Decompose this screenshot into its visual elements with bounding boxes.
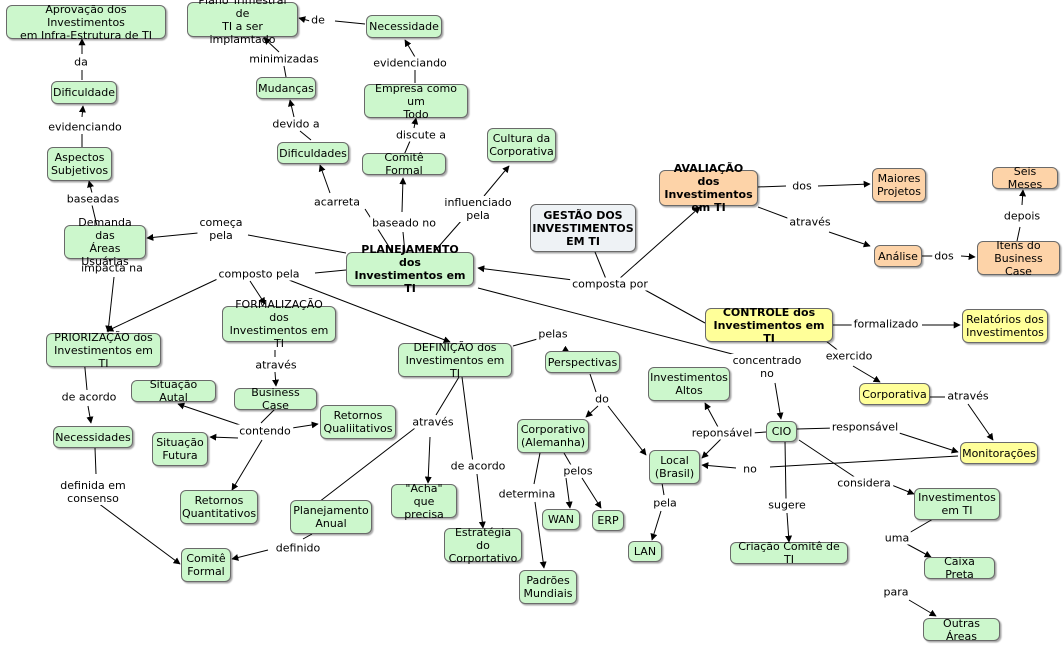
link-label: através [945, 389, 991, 403]
concept-investimentos-em-ti[interactable]: Investimentos em TI [914, 488, 1000, 520]
concept-acha-que-precisa[interactable]: "Acha" que precisa [391, 482, 457, 521]
link-label: através [787, 215, 833, 229]
link-label: concentrado no [730, 354, 804, 380]
concept-corporativa[interactable]: Corporativa [859, 383, 930, 405]
link-label: do [593, 392, 611, 406]
link-label: minimizadas [247, 52, 321, 66]
link-label: determina [496, 487, 558, 501]
concept-situacao-atual[interactable]: Situação Autal [131, 378, 216, 404]
link-label: definida em consenso [58, 479, 128, 505]
link-label: pelos [561, 464, 595, 478]
concept-situacao-futura[interactable]: Situação Futura [152, 432, 208, 466]
link-label: definido [273, 541, 323, 555]
concept-lan[interactable]: LAN [628, 541, 662, 562]
concept-seis-meses[interactable]: Seis Meses [992, 165, 1058, 191]
link-label: sugere [766, 498, 808, 512]
concept-comite-formal-consenso[interactable]: Comitê Formal [181, 548, 231, 582]
link-label: discute a [393, 128, 449, 142]
link-label: começa pela [197, 216, 245, 242]
link-label: influenciado pela [442, 196, 514, 222]
concept-criacao-comite-ti[interactable]: Criação Comitê de TI [730, 540, 848, 566]
link-label: acarreta [312, 195, 362, 209]
concept-dificuldades[interactable]: Dificuldades [277, 142, 349, 164]
concept-cultura-corporativa[interactable]: Cultura da Corporativa [487, 128, 556, 162]
concept-planejamento-investimentos[interactable]: PLANEJAMENTO dos Investimentos em TI [346, 243, 474, 295]
concept-planejamento-anual[interactable]: Planejamento Anual [290, 500, 372, 534]
concept-demanda-areas-usuarias[interactable]: Demanda das Áreas Usuárias [64, 216, 146, 268]
concept-plano-trimestral[interactable]: Plano Trimestral de TI a ser implamtado [187, 0, 298, 46]
concept-aprovacao-investimentos[interactable]: Aprovação dos Investimentos em Infra-Est… [6, 3, 166, 42]
concept-dificuldade[interactable]: Dificuldade [51, 81, 117, 104]
concept-retornos-qualitativos[interactable]: Retornos Qualiitativos [320, 405, 396, 439]
concept-padroes-mundiais[interactable]: Padrões Mundiais [519, 570, 577, 604]
concept-retornos-quantitativos[interactable]: Retornos Quantitativos [180, 490, 258, 524]
concept-estrategia-corporativo[interactable]: Estratégia do Corportativo [444, 526, 522, 565]
concept-comite-formal[interactable]: Comitê Formal [362, 151, 446, 177]
link-label: impacta na [79, 261, 145, 275]
link-label: evidenciando [46, 120, 124, 134]
link-label: dos [790, 179, 814, 193]
link-label: pela [651, 496, 679, 510]
concept-monitoracoes[interactable]: Monitorações [960, 442, 1038, 464]
concept-corporativo-alemanha[interactable]: Corporativo (Alemanha) [517, 419, 589, 453]
concept-investimentos-altos[interactable]: Investimentos Altos [648, 367, 730, 401]
concept-relatorios-investimentos[interactable]: Relatórios dos Investimentos [962, 309, 1048, 343]
concept-itens-business-case[interactable]: Itens do Business Case [977, 239, 1060, 278]
concept-perspectivas[interactable]: Perspectivas [545, 351, 620, 373]
concept-mudancas[interactable]: Mudanças [256, 77, 316, 99]
link-label: de acordo [448, 459, 508, 473]
link-label: da [72, 55, 90, 69]
link-label: composto pela [216, 267, 302, 281]
concept-necessidades[interactable]: Necessidades [53, 426, 133, 448]
link-label: através [410, 415, 456, 429]
link-label: contendo [237, 424, 293, 438]
link-label: responsável [829, 420, 901, 434]
link-label: exercido [823, 349, 875, 363]
concept-wan[interactable]: WAN [542, 509, 580, 530]
link-label: considera [835, 476, 893, 490]
concept-outras-areas[interactable]: Outras Áreas [923, 617, 1000, 643]
concept-definicao-investimentos[interactable]: DEFINIÇÃO dos Investimentos em TI [398, 341, 512, 380]
concept-formalizacao-investimentos[interactable]: FORMALIZAÇÃO dos Investimentos em TI [222, 298, 336, 350]
link-label: formalizado [851, 317, 921, 331]
link-label: de acordo [59, 390, 119, 404]
link-label: para [881, 585, 911, 599]
link-label: evidenciando [371, 56, 449, 70]
concept-cio[interactable]: CIO [766, 421, 797, 442]
link-label: dos [932, 249, 956, 263]
concept-local-brasil[interactable]: Local (Brasil) [649, 450, 700, 484]
link-label: depois [1001, 209, 1043, 223]
concept-caixa-preta[interactable]: Caixa Preta [924, 555, 995, 581]
concept-controle-investimentos[interactable]: CONTROLE dos Investimentos em TI [705, 306, 833, 345]
link-label: uma [882, 531, 912, 545]
concept-gestao-investimentos[interactable]: GESTÃO DOS INVESTIMENTOS EM TI [530, 204, 636, 252]
link-label: devido a [270, 117, 322, 131]
link-label: no [741, 462, 759, 476]
concept-necessidade[interactable]: Necessidade [366, 15, 442, 38]
link-label: baseadas [64, 192, 122, 206]
concept-analise[interactable]: Análise [874, 245, 922, 267]
link-label: de [309, 13, 327, 27]
concept-maiores-projetos[interactable]: Maiores Projetos [872, 168, 926, 202]
link-label: baseado no [370, 216, 438, 230]
link-label: composta por [570, 277, 650, 291]
link-label: pelas [536, 327, 570, 341]
link-label: através [253, 358, 299, 372]
concept-erp[interactable]: ERP [592, 510, 624, 531]
link-label: reponsável [689, 426, 755, 440]
concept-business-case[interactable]: Business Case [234, 386, 317, 412]
concept-priorizacao-investimentos[interactable]: PRIORIZAÇÃO dos Investimentos em TI [46, 331, 161, 370]
concept-aspectos-subjetivos[interactable]: Aspectos Subjetivos [47, 147, 112, 181]
concept-avaliacao-investimentos[interactable]: AVALIAÇÃO dos Investimentos em TI [659, 162, 758, 214]
concept-empresa-como-um-todo[interactable]: Empresa como um Todo [364, 82, 468, 121]
